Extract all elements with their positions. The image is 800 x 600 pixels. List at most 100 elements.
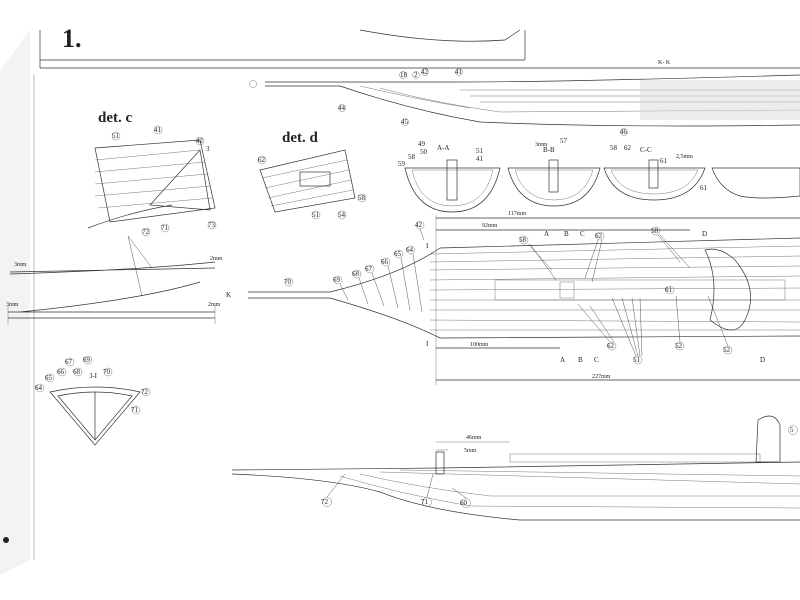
corner-text: K- K bbox=[658, 60, 671, 66]
section-i-i-title: I-I bbox=[90, 372, 98, 380]
plan-letter-b-bottom: B bbox=[578, 356, 583, 364]
section-aa-part-58: 58 bbox=[408, 153, 416, 161]
part-45: 45 bbox=[401, 118, 409, 126]
detail-d-part-58: 58 bbox=[358, 194, 366, 202]
part-41: 41 bbox=[455, 68, 463, 76]
plan-callout-bottom-52b: 52 bbox=[723, 346, 731, 354]
plan-callout-bottom-51: 51 bbox=[633, 356, 641, 364]
section-i-part-72: 72 bbox=[141, 388, 149, 396]
section-cc-part-61a: 61 bbox=[660, 157, 668, 165]
detail-c-part-72: 72 bbox=[142, 228, 150, 236]
section-cc-part-61b: 61 bbox=[700, 184, 708, 192]
detail-c-part-42: 42 bbox=[196, 137, 204, 145]
section-i-part-70: 70 bbox=[103, 368, 111, 376]
plan-callout-inner-62: 62 bbox=[595, 232, 603, 240]
section-i-part-67: 67 bbox=[65, 358, 73, 366]
section-i-part-68: 68 bbox=[73, 368, 81, 376]
bottom-dim-outer: 46mm bbox=[466, 435, 482, 441]
plan-letter-d-top: D bbox=[702, 230, 707, 238]
detail-c-part-51: 51 bbox=[112, 132, 120, 140]
section-i-part-66: 66 bbox=[57, 368, 65, 376]
detail-d-part-62: 62 bbox=[258, 156, 266, 164]
bottom-dim-inner: 5mm bbox=[464, 448, 477, 454]
hull-fragment-top bbox=[359, 29, 521, 42]
section-bb-label: B-B bbox=[543, 146, 555, 154]
detail-c-part-41: 41 bbox=[154, 126, 162, 134]
plan-section-marker-k: K bbox=[226, 291, 231, 299]
bottom-part-71: 71 bbox=[421, 498, 429, 506]
section-cc-dim: 2,5mm bbox=[676, 154, 693, 160]
detail-d-part-51: 51 bbox=[312, 211, 320, 219]
keel-side-views: 3mm 2mm 3mm 2mm bbox=[6, 235, 223, 324]
plan-callout-66: 66 bbox=[381, 258, 389, 266]
section-bb-dim: 3mm bbox=[535, 142, 548, 148]
detail-d: det. d 62 58 51 54 bbox=[257, 130, 367, 220]
plan-callout-inner-58a: 58 bbox=[519, 236, 527, 244]
keel-dim-right-bottom: 2mm bbox=[208, 302, 221, 308]
bottom-part-72: 72 bbox=[321, 498, 329, 506]
section-i-part-64: 64 bbox=[35, 384, 43, 392]
plan-letter-b-top: B bbox=[564, 230, 569, 238]
keel-dim-right-top: 2mm bbox=[210, 256, 223, 262]
plan-cut-marker-top: I bbox=[426, 242, 429, 250]
plan-letter-d-bottom: D bbox=[760, 356, 765, 364]
section-cc-part-58: 58 bbox=[610, 144, 618, 152]
plan-callout-42: 42 bbox=[415, 221, 423, 229]
paper-fold-shadow bbox=[0, 30, 30, 575]
bottom-part-5: 5 bbox=[790, 426, 794, 434]
detail-c-part-73: 73 bbox=[208, 221, 216, 229]
plan-callouts-inner: 58 62 58 61 bbox=[519, 226, 691, 295]
keel-dim-left-top: 3mm bbox=[14, 262, 27, 268]
plan-callout-68: 68 bbox=[352, 270, 360, 278]
plan-callout-inner-61: 61 bbox=[665, 286, 673, 294]
cross-sections: A-A 49 50 58 59 51 41 B-B 57 3mm C-C 58 … bbox=[398, 137, 800, 213]
page-corner-dot bbox=[3, 537, 9, 543]
detail-d-title: det. d bbox=[282, 130, 318, 146]
section-cc-part-62: 62 bbox=[624, 144, 632, 152]
keel-dim-left-bottom: 3mm bbox=[6, 302, 19, 308]
sheet-corner-numeral: 1. bbox=[62, 24, 82, 53]
part-2: 2 bbox=[414, 71, 418, 79]
part-46: 46 bbox=[620, 128, 628, 136]
plan-dim-bottom-inner: 100mm bbox=[470, 342, 489, 348]
section-i-part-69: 69 bbox=[83, 356, 91, 364]
plan-callout-67: 67 bbox=[365, 265, 373, 273]
section-aa-part-49: 49 bbox=[418, 140, 426, 148]
plan-callout-69: 69 bbox=[333, 276, 341, 284]
plan-callout-inner-58b: 58 bbox=[651, 227, 659, 235]
detail-c-part-3: 3 bbox=[206, 145, 210, 153]
section-bb-part-57: 57 bbox=[560, 137, 568, 145]
section-aa-part-59: 59 bbox=[398, 160, 406, 168]
section-i-part-65: 65 bbox=[45, 374, 53, 382]
plan-callout-bottom-52a: 52 bbox=[675, 342, 683, 350]
section-aa-part-51: 51 bbox=[476, 147, 484, 155]
plan-callout-70: 70 bbox=[284, 278, 292, 286]
plan-cut-marker-bottom: I bbox=[426, 340, 429, 348]
plan-view: 117mm 92mm 100mm 227mm K I I A B C D A B… bbox=[226, 211, 800, 385]
title-frame: 1. bbox=[33, 24, 800, 560]
plan-callout-64: 64 bbox=[406, 246, 414, 254]
plan-dim-bottom-outer: 227mm bbox=[592, 374, 611, 380]
top-hull-profile: 18 2 42 41 44 45 46 K- K bbox=[249, 60, 800, 136]
part-18: 18 bbox=[400, 71, 408, 79]
plan-callouts-bottom: 62 51 52 52 bbox=[577, 295, 733, 365]
plan-letter-a-bottom: A bbox=[560, 356, 565, 364]
section-i-part-71: 71 bbox=[131, 406, 139, 414]
plan-callout-65: 65 bbox=[394, 250, 402, 258]
plan-letter-a-top: A bbox=[544, 230, 549, 238]
paper-sheet bbox=[0, 30, 800, 575]
bottom-part-60: 60 bbox=[460, 499, 468, 507]
part-42: 42 bbox=[421, 68, 429, 76]
detail-c-part-71: 71 bbox=[161, 224, 169, 232]
detail-c-title: det. c bbox=[98, 110, 132, 126]
section-aa-label: A-A bbox=[437, 144, 449, 152]
detail-d-part-54: 54 bbox=[338, 211, 346, 219]
section-aa-part-41: 41 bbox=[476, 155, 484, 163]
section-cc-label: C-C bbox=[640, 146, 652, 154]
plan-dim-top-outer: 117mm bbox=[508, 211, 526, 217]
part-44: 44 bbox=[338, 104, 346, 112]
plan-dim-top-inner: 92mm bbox=[482, 223, 498, 229]
plan-callouts-top: 42 70 69 68 67 66 65 64 bbox=[284, 220, 425, 313]
plan-callout-bottom-62: 62 bbox=[607, 342, 615, 350]
section-i-i: I-I 67 69 65 66 68 70 64 72 71 bbox=[35, 355, 151, 446]
